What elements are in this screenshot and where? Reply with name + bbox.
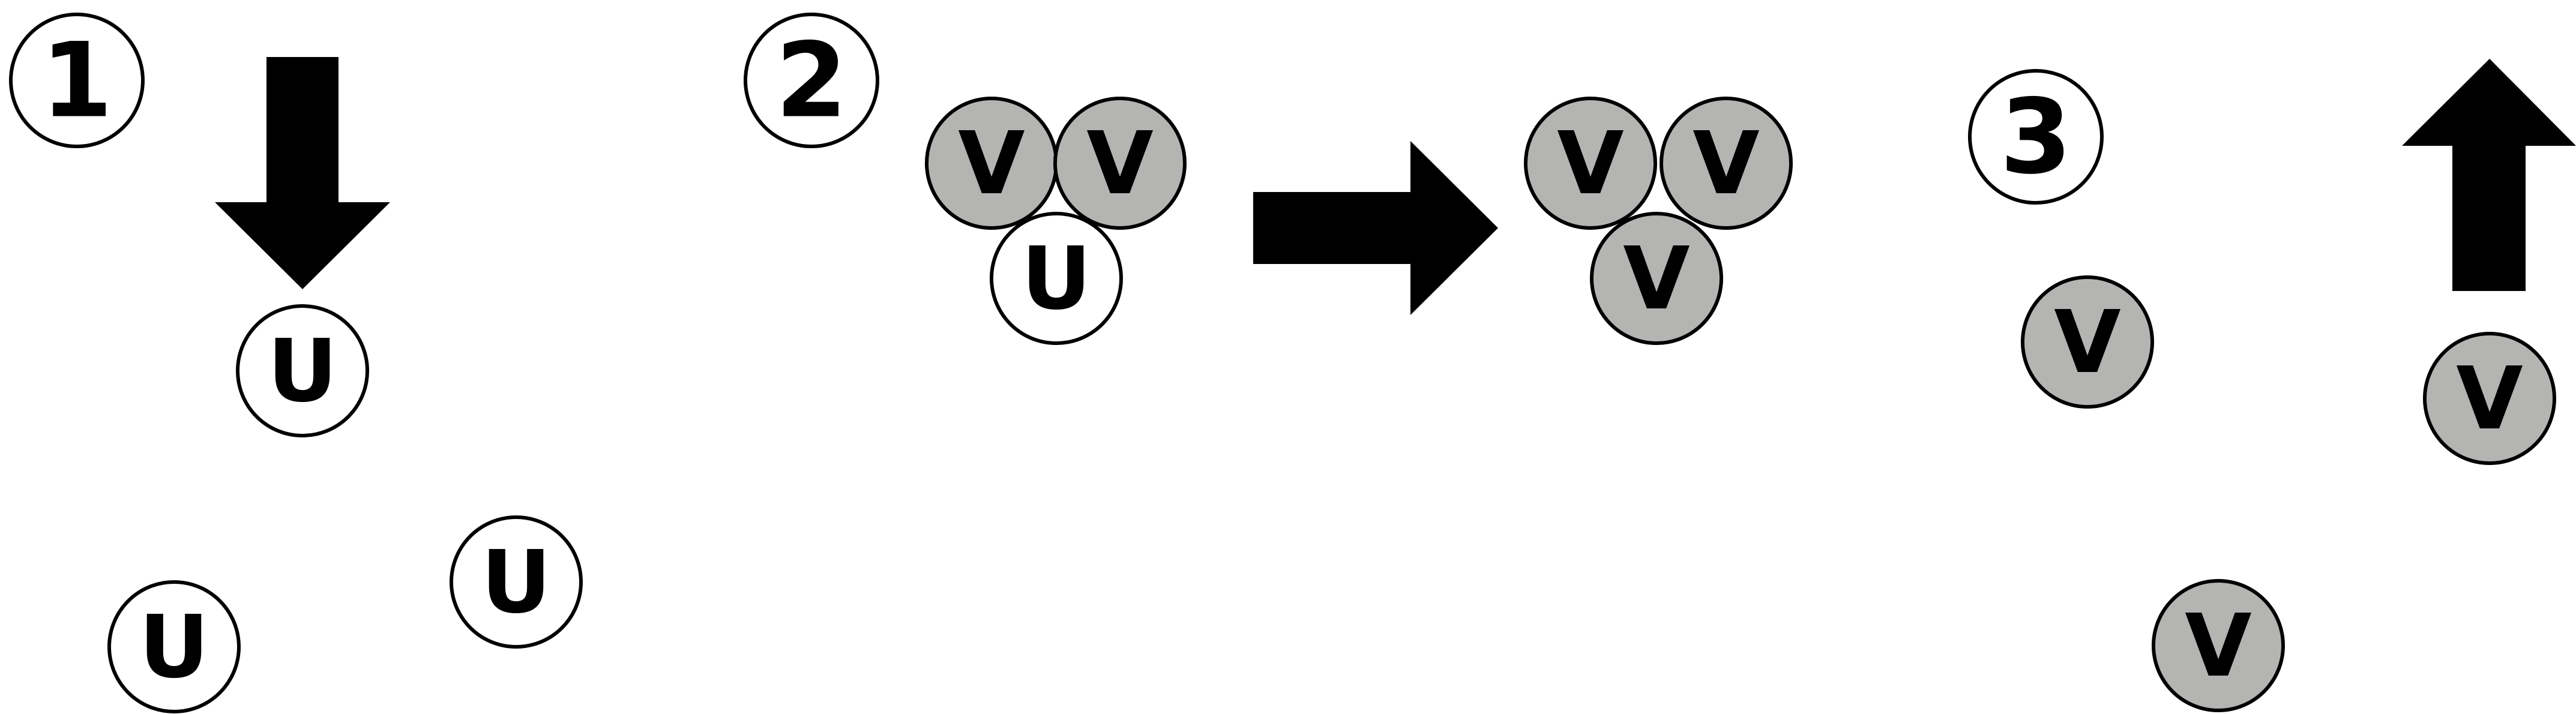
step-3-number-badge: 3 xyxy=(1968,69,2104,205)
particle-label: V xyxy=(1693,113,1759,214)
particle-label: V xyxy=(1086,113,1153,214)
step-2-number: 2 xyxy=(775,20,847,141)
cluster-before: V V U xyxy=(925,97,1187,345)
particle-label: U xyxy=(268,320,338,421)
step-3: 3 V V V xyxy=(1968,59,2576,712)
particle-label: U xyxy=(1022,228,1092,329)
particle-label: V xyxy=(2054,292,2120,392)
arrow-up-icon xyxy=(2402,59,2576,291)
particle-v: V xyxy=(1590,212,1723,345)
particle-u: U xyxy=(990,212,1123,345)
step-2-number-badge: 2 xyxy=(744,13,879,148)
step-3-number: 3 xyxy=(2000,77,2072,197)
particle-label: V xyxy=(1557,113,1624,214)
particle-v: V xyxy=(1660,97,1793,230)
cluster-after: V V V xyxy=(1524,97,1793,345)
particle-v: V xyxy=(1053,97,1187,230)
particle-v: V xyxy=(1524,97,1657,230)
particle-v: V xyxy=(2021,275,2154,409)
particle-v: V xyxy=(2152,579,2285,712)
step-1: 1 U U U xyxy=(9,13,583,713)
particle-label: V xyxy=(2456,348,2523,449)
particle-label: U xyxy=(139,596,209,697)
step-1-number: 1 xyxy=(41,20,113,141)
particle-label: V xyxy=(2185,595,2251,696)
particle-label: V xyxy=(1623,228,1690,329)
particle-u: U xyxy=(107,580,241,713)
arrow-down-icon xyxy=(215,57,390,289)
particle-label: V xyxy=(958,113,1025,214)
particle-u: U xyxy=(236,304,369,437)
particle-v: V xyxy=(925,97,1058,230)
arrow-right-icon xyxy=(1253,141,1498,315)
particle-u: U xyxy=(450,515,583,649)
particle-label: U xyxy=(481,532,552,632)
step-1-number-badge: 1 xyxy=(9,13,145,148)
particle-v: V xyxy=(2423,332,2556,465)
step-2: 2 V V U V V xyxy=(744,13,1793,345)
